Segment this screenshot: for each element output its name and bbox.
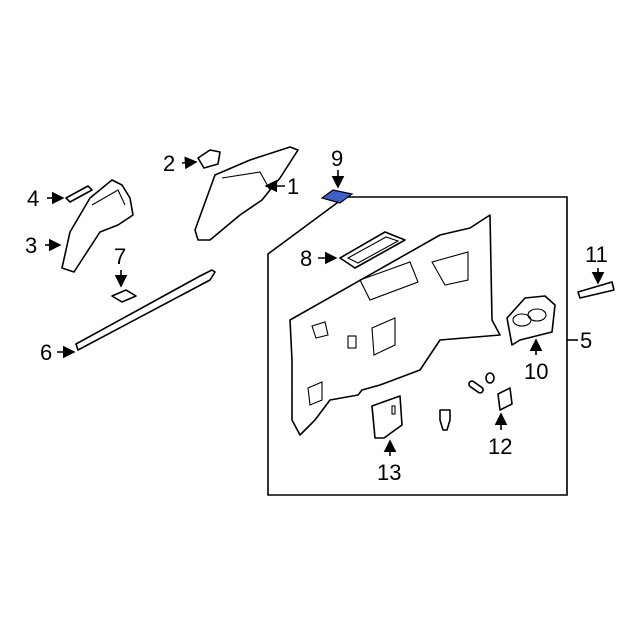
part-12-cover[interactable] <box>494 387 513 430</box>
part-9-highlighted[interactable] <box>320 170 354 204</box>
part-6-scuff-plate[interactable] <box>57 269 216 359</box>
callout-8: 8 <box>300 246 312 271</box>
callout-7: 7 <box>114 244 126 269</box>
callout-13: 13 <box>377 460 401 485</box>
part-8-vent[interactable] <box>318 231 406 269</box>
assembly-box <box>267 196 568 496</box>
part-5-quarter-trim-panel[interactable] <box>289 214 501 436</box>
part-7-tape[interactable] <box>111 270 137 303</box>
callout-3: 3 <box>25 233 37 258</box>
part-11-clip[interactable] <box>577 268 615 299</box>
part-2-clip[interactable] <box>181 149 221 170</box>
callout-11: 11 <box>585 242 608 267</box>
callout-5: 5 <box>580 328 592 353</box>
callout-12: 12 <box>488 434 512 459</box>
callout-9: 9 <box>331 146 343 171</box>
callout-4: 4 <box>27 186 39 211</box>
part-3-trim[interactable] <box>45 179 134 273</box>
part-10-cupholder[interactable] <box>506 295 556 355</box>
callout-10: 10 <box>524 359 548 384</box>
callout-6: 6 <box>40 340 52 365</box>
part-13-cover[interactable] <box>371 395 403 456</box>
callout-2: 2 <box>163 151 175 176</box>
callout-1: 1 <box>287 174 299 199</box>
fastener-parts <box>439 372 495 431</box>
part-4-pad[interactable] <box>47 185 93 205</box>
part-1-pillar-trim[interactable] <box>194 146 299 241</box>
